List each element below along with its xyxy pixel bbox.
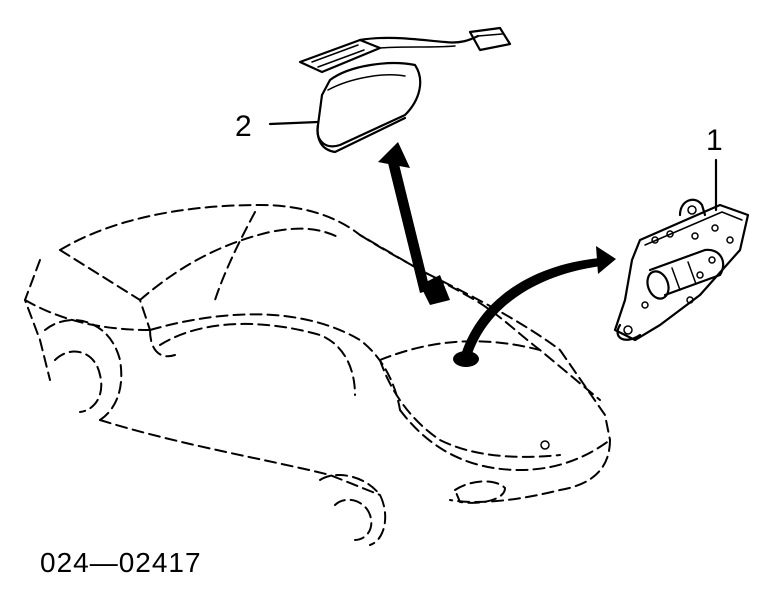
- module-location-marker: [453, 351, 479, 367]
- part-1-module: [613, 158, 750, 342]
- car-outline: [24, 204, 611, 546]
- callout-part-1: 1: [706, 124, 723, 157]
- diagram-reference-number: 024—02417: [40, 547, 202, 578]
- part-2-mirror: [268, 26, 512, 154]
- arrow-to-part-1: [462, 246, 616, 354]
- trunk-lock-circle: [540, 440, 550, 450]
- arrow-to-part-2: [378, 142, 430, 293]
- callout-part-2: 2: [235, 110, 252, 143]
